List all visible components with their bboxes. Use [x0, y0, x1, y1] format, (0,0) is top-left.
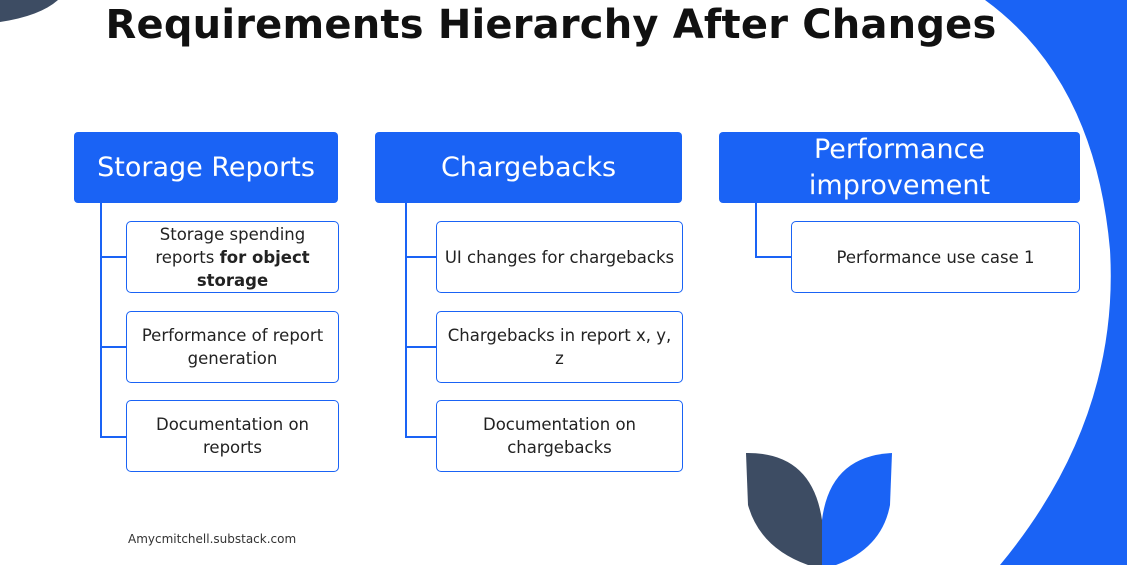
connector-line	[100, 256, 126, 258]
footer-source-text: Amycmitchell.substack.com	[128, 532, 297, 546]
slate-corner-shape	[0, 0, 58, 22]
blue-swoosh-shape	[985, 0, 1127, 565]
column-header-chargebacks: Chargebacks	[375, 132, 682, 203]
requirement-box-ui-changes-for-chargebacks: UI changes for chargebacks	[436, 221, 683, 293]
column-header-storage-reports: Storage Reports	[74, 132, 338, 203]
page-title: Requirements Hierarchy After Changes	[105, 2, 997, 48]
requirement-text: Chargebacks in report x, y, z	[447, 326, 672, 368]
requirement-text-bold: for object storage	[196, 247, 310, 290]
requirement-box-performance-use-case-1: Performance use case 1	[791, 221, 1080, 293]
requirement-text: UI changes for chargebacks	[444, 247, 675, 267]
connector-line	[100, 436, 126, 438]
connector-line	[100, 346, 126, 348]
column-header-performance-improvement: Performance improvement	[719, 132, 1080, 203]
connector-line	[405, 346, 436, 348]
connector-line	[100, 203, 102, 437]
requirement-box-chargebacks-in-report: Chargebacks in report x, y, z	[436, 311, 683, 383]
requirement-text: Documentation on chargebacks	[483, 415, 636, 457]
requirement-box-storage-spending-reports: Storage spending reports for object stor…	[126, 221, 339, 293]
requirement-box-documentation-on-reports: Documentation on reports	[126, 400, 339, 472]
slate-leaf-shape	[746, 452, 822, 565]
connector-line	[405, 203, 407, 437]
connector-line	[405, 256, 436, 258]
blue-leaf-shape	[822, 453, 892, 565]
requirement-box-documentation-on-chargebacks: Documentation on chargebacks	[436, 400, 683, 472]
requirement-text: Storage spending reports	[155, 224, 306, 267]
requirement-text: Documentation on reports	[156, 415, 309, 457]
connector-line	[755, 203, 757, 258]
requirement-box-performance-of-report-generation: Performance of report generation	[126, 311, 339, 383]
connector-line	[405, 436, 436, 438]
requirement-text: Performance of report generation	[141, 326, 324, 368]
requirement-text: Performance use case 1	[836, 247, 1035, 267]
connector-line	[755, 256, 791, 258]
